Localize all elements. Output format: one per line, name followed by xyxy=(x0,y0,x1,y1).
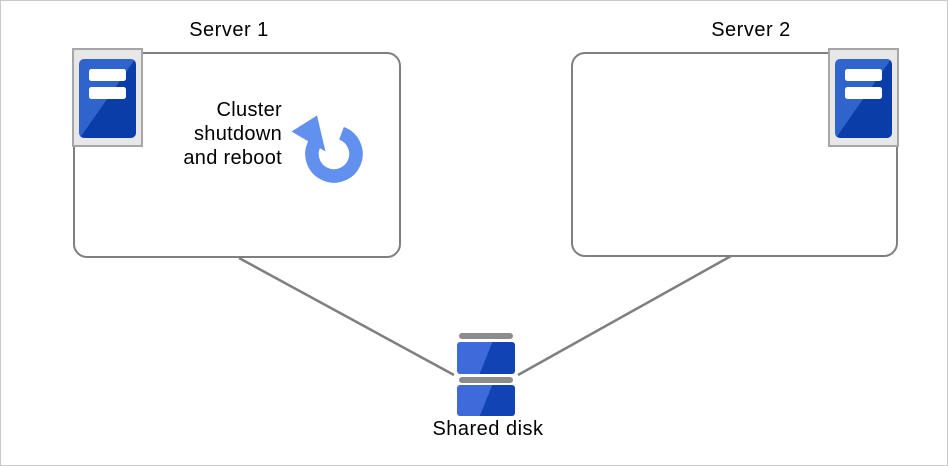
server-bar-icon xyxy=(845,87,882,99)
server-tower-icon xyxy=(835,59,892,138)
cluster-shutdown-note: Cluster shutdown and reboot xyxy=(156,98,282,170)
server2-label: Server 2 xyxy=(711,19,791,41)
note-line: shutdown xyxy=(193,123,282,145)
server-tower-icon xyxy=(79,59,136,138)
server-bar-icon xyxy=(89,69,126,81)
server-bar-icon xyxy=(845,69,882,81)
reboot-icon xyxy=(291,115,363,183)
server1-label: Server 1 xyxy=(189,19,269,41)
shared-disk-icon xyxy=(457,333,515,416)
connector-server1-disk xyxy=(238,256,455,377)
disk-cap-icon xyxy=(459,333,513,339)
server-bar-icon xyxy=(89,87,126,99)
disk-cap-icon xyxy=(459,377,513,383)
connector-server2-disk xyxy=(517,254,732,377)
note-line: Cluster xyxy=(216,99,282,121)
server1-icon xyxy=(72,48,143,147)
shared-disk-label: Shared disk xyxy=(432,418,544,440)
disk-platter-icon xyxy=(457,385,515,416)
server2-icon xyxy=(828,48,899,147)
disk-platter-icon xyxy=(457,342,515,374)
note-line: and reboot xyxy=(183,147,282,169)
